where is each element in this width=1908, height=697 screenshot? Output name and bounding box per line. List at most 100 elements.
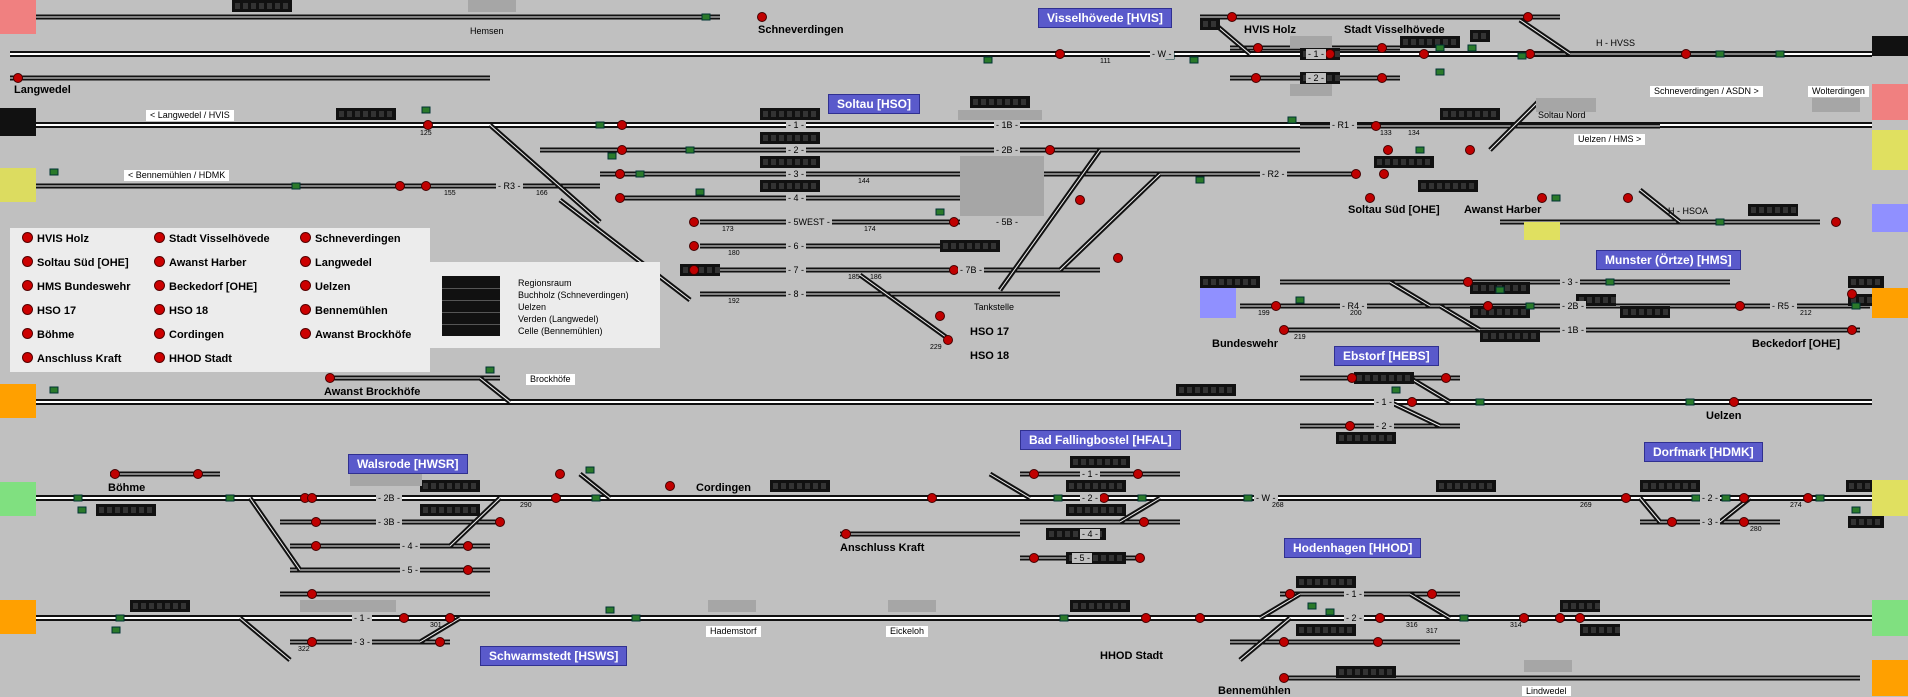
signal-red-icon-73[interactable] <box>463 565 473 575</box>
signal-red-icon-21[interactable] <box>949 217 959 227</box>
signal-red-icon-38[interactable] <box>1463 277 1473 287</box>
signal-red-icon-68[interactable] <box>1739 493 1749 503</box>
signal-red-icon-53[interactable] <box>555 469 565 479</box>
legend-item-10[interactable]: HSO 18 <box>154 304 208 317</box>
track-label-t8[interactable]: - 8 - <box>786 289 807 299</box>
signal-red-icon-91[interactable] <box>1325 49 1335 59</box>
signal-green-icon-33[interactable] <box>225 494 235 502</box>
signal-green-icon-52[interactable] <box>1243 494 1253 502</box>
signal-green-icon-24[interactable] <box>1851 302 1861 310</box>
signal-red-icon-85[interactable] <box>1279 673 1289 683</box>
signal-red-icon-37[interactable] <box>1483 301 1493 311</box>
signal-red-icon-49[interactable] <box>325 373 335 383</box>
signal-red-icon-86[interactable] <box>1279 637 1289 647</box>
signal-red-icon-74[interactable] <box>307 589 317 599</box>
signal-red-icon-11[interactable] <box>423 120 433 130</box>
signal-green-icon-44[interactable] <box>1691 494 1701 502</box>
legend-item-11[interactable]: Bennemühlen <box>300 304 388 317</box>
track-label-t4_hwsr[interactable]: - 4 - <box>400 541 421 551</box>
signal-red-icon-60[interactable] <box>1133 469 1143 479</box>
signal-green-icon-17[interactable] <box>1551 194 1561 202</box>
signal-green-icon-6[interactable] <box>595 121 605 129</box>
signal-green-icon-32[interactable] <box>485 366 495 374</box>
signal-green-icon-55[interactable] <box>1435 44 1445 52</box>
signal-green-icon-56[interactable] <box>1435 68 1445 76</box>
track-label-t5west[interactable]: - 5WEST - <box>786 217 832 227</box>
signal-green-icon-9[interactable] <box>685 146 695 154</box>
signal-green-icon-37[interactable] <box>631 614 641 622</box>
signal-red-icon-27[interactable] <box>1371 121 1381 131</box>
station-badge-dorfmark[interactable]: Dorfmark [HDMK] <box>1644 442 1763 462</box>
signal-red-icon-54[interactable] <box>551 493 561 503</box>
signal-green-icon-27[interactable] <box>1391 386 1401 394</box>
signal-green-icon-23[interactable] <box>1605 278 1615 286</box>
signal-green-icon-39[interactable] <box>1059 614 1069 622</box>
signal-red-icon-72[interactable] <box>463 541 473 551</box>
signal-green-icon-42[interactable] <box>1307 602 1317 610</box>
signal-green-icon-47[interactable] <box>1851 506 1861 514</box>
signal-red-icon-58[interactable] <box>1029 469 1039 479</box>
signal-green-icon-14[interactable] <box>1287 116 1297 124</box>
signal-red-icon-71[interactable] <box>311 541 321 551</box>
signal-red-icon-0[interactable] <box>757 12 767 22</box>
signal-red-icon-39[interactable] <box>1735 301 1745 311</box>
signal-green-icon-36[interactable] <box>605 606 615 614</box>
track-label-w_top[interactable]: - W - <box>1150 49 1174 59</box>
signal-red-icon-61[interactable] <box>1139 517 1149 527</box>
signal-red-icon-33[interactable] <box>1623 193 1633 203</box>
track-label-t1b_hms[interactable]: - 1B - <box>1560 325 1587 335</box>
signal-green-icon-16[interactable] <box>1517 52 1527 60</box>
signal-red-icon-69[interactable] <box>307 493 317 503</box>
signal-green-icon-40[interactable] <box>1137 494 1147 502</box>
signal-red-icon-4[interactable] <box>1251 73 1261 83</box>
track-label-t4_hso[interactable]: - 4 - <box>786 193 807 203</box>
signal-green-icon-20[interactable] <box>1495 286 1505 294</box>
signal-red-icon-12[interactable] <box>421 181 431 191</box>
station-badge-visselhoevede[interactable]: Visselhövede [HVIS] <box>1038 8 1172 28</box>
signal-red-icon-88[interactable] <box>1373 637 1383 647</box>
signal-red-icon-7[interactable] <box>1523 12 1533 22</box>
signal-red-icon-92[interactable] <box>1419 49 1429 59</box>
track-label-t1_hhod[interactable]: - 1 - <box>1344 589 1365 599</box>
signal-red-icon-55[interactable] <box>665 481 675 491</box>
legend-item-14[interactable]: Awanst Brockhöfe <box>300 328 411 341</box>
legend-item-15[interactable]: Anschluss Kraft <box>22 352 121 365</box>
signal-red-icon-2[interactable] <box>1227 12 1237 22</box>
signal-red-icon-83[interactable] <box>1555 613 1565 623</box>
track-label-r1[interactable]: - R1 - <box>1330 120 1357 130</box>
signal-red-icon-29[interactable] <box>1365 193 1375 203</box>
signal-red-icon-80[interactable] <box>1285 589 1295 599</box>
signal-red-icon-50[interactable] <box>110 469 120 479</box>
track-label-t3b_hwsr[interactable]: - 3B - <box>376 517 403 527</box>
signal-red-icon-66[interactable] <box>1739 517 1749 527</box>
signal-green-icon-50[interactable] <box>115 614 125 622</box>
signal-red-icon-9[interactable] <box>1681 49 1691 59</box>
signal-green-icon-5[interactable] <box>421 106 431 114</box>
legend-item-4[interactable]: Awanst Harber <box>154 256 246 269</box>
signal-red-icon-76[interactable] <box>445 613 455 623</box>
signal-green-icon-48[interactable] <box>73 494 83 502</box>
signal-green-icon-8[interactable] <box>635 170 645 178</box>
signal-red-icon-32[interactable] <box>1537 193 1547 203</box>
signal-red-icon-87[interactable] <box>1195 613 1205 623</box>
signal-red-icon-84[interactable] <box>1575 613 1585 623</box>
signal-green-icon-19[interactable] <box>1295 296 1305 304</box>
legend-item-3[interactable]: Soltau Süd [OHE] <box>22 256 129 269</box>
signal-green-icon-0[interactable] <box>701 13 711 21</box>
legend-item-2[interactable]: Schneverdingen <box>300 232 401 245</box>
signal-green-icon-13[interactable] <box>1195 176 1205 184</box>
signal-green-icon-21[interactable] <box>1525 302 1535 310</box>
signal-red-icon-30[interactable] <box>1379 169 1389 179</box>
signal-red-icon-42[interactable] <box>943 335 953 345</box>
track-label-t5_hfal[interactable]: - 5 - <box>1072 553 1093 563</box>
signal-green-icon-7[interactable] <box>607 152 617 160</box>
signal-red-icon-26[interactable] <box>1383 145 1393 155</box>
signal-red-icon-59[interactable] <box>1099 493 1109 503</box>
legend-item-13[interactable]: Cordingen <box>154 328 224 341</box>
track-label-t7[interactable]: - 7 - <box>786 265 807 275</box>
track-label-t2_hdmk[interactable]: - 2 - <box>1700 493 1721 503</box>
track-label-r5[interactable]: - R5 - <box>1770 301 1797 311</box>
legend-item-6[interactable]: HMS Bundeswehr <box>22 280 131 293</box>
signal-red-icon-31[interactable] <box>1465 145 1475 155</box>
signal-green-icon-43[interactable] <box>1459 614 1469 622</box>
